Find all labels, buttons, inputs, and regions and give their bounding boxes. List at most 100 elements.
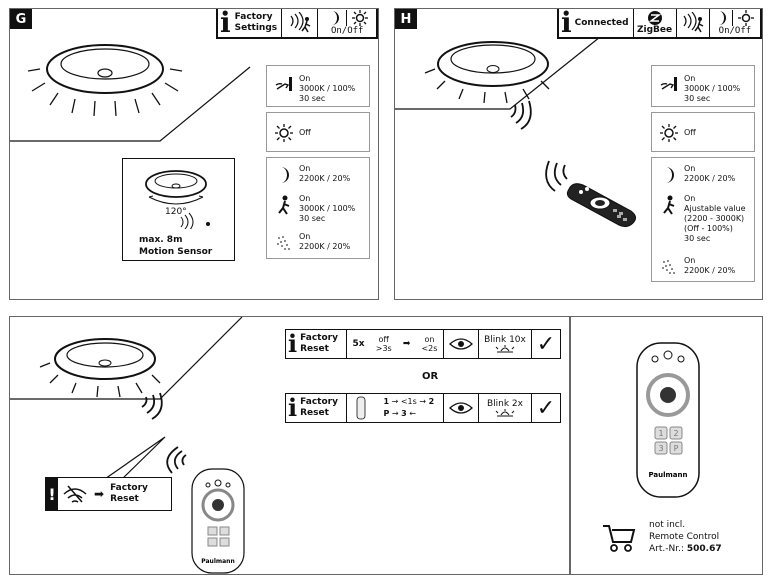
ceiling-illustration-g [10,44,251,142]
seq2-key-2: 2 [428,397,435,406]
callout-reset: Reset [110,494,139,504]
sun-icon [658,122,680,144]
header-settings: Settings [234,23,278,33]
caption-art-label: Art.-Nr.: [649,544,684,554]
remote-small-icon [356,396,366,420]
seq2-key-1: 1 [383,397,390,406]
moon-icon [331,10,339,25]
caption-not-incl: not incl. [649,520,686,530]
g-motion-l3: 30 sec [299,94,326,103]
panel-h-letter: H [395,9,417,29]
eye-icon [443,394,478,422]
header-factory: Factory [234,12,273,22]
h-motion-l1: On [684,74,696,83]
checkmark-icon: ✓ [531,330,560,358]
sensor-label: Motion Sensor [139,247,213,257]
warning-icon: ! [46,478,58,510]
seq2-blink: Blink 2x [486,399,523,409]
seq2-lt-1: <1s [400,397,417,406]
moon-icon [658,164,680,186]
panel-h-header: i Connected ZigBee On/Off [557,9,762,39]
dots-icon [273,232,295,254]
checkmark-icon: ✓ [531,394,560,422]
seq2-factory: Factory [300,397,338,407]
h-person-l5: 30 sec [684,234,711,243]
seq1-blink: Blink 10x [484,335,526,345]
seq1-factory: Factory [300,333,338,343]
header-onoff: On/Off [718,25,752,36]
or-label: OR [422,371,439,382]
arrow-icon: ➡ [94,487,105,501]
info-icon: i [288,393,298,422]
seq1-t-lt: <2s [421,344,438,353]
remote-brand: Paulmann [648,471,687,479]
person-icon [658,194,680,216]
h-sun-l1: Off [684,128,696,137]
sun-icon [738,9,755,26]
h-dots-l2: 2200K / 20% [684,266,736,275]
g-moon-l2: 2200K / 20% [299,174,351,183]
remote-illustration-h [566,183,637,228]
g-moon-l1: On [299,164,311,173]
h-person-l2: Ajustable value [684,204,746,213]
seq1-off: off [378,335,389,344]
moon-icon [719,10,727,25]
ceiling-illustration-h [395,28,637,228]
seq1-reset: Reset [300,344,329,354]
h-moon-l1: On [684,164,696,173]
info-icon: i [288,329,298,358]
hand-wave-icon [273,74,295,96]
sun-icon [273,122,295,144]
arrow-icon: ➡ [402,339,411,349]
panel-g: G i Factory Settings [9,8,379,300]
h-motion-l2: 3000K / 100% [684,84,741,93]
panel-g-letter: G [10,9,32,29]
panel-h: H i Connected ZigBee [394,8,763,300]
remote-key-1: 1 [658,429,663,438]
remote-brand-small: Paulmann [201,558,234,565]
sensor-angle: 120° [165,207,187,217]
moon-icon [273,164,295,186]
caption-art-no: 500.67 [686,544,722,554]
motion-sensor-box: 120° max. 8m Motion Sensor [122,158,235,261]
h-person-l1: On [684,194,696,203]
panel-remote: 1 2 3 P Paulmann not incl. Remote Contro… [570,316,763,575]
seq1-t-gt: >3s [375,344,392,353]
hand-wave-icon [658,74,680,96]
blinking-lamp-icon [495,409,515,417]
header-onoff: On/Off [330,25,364,36]
header-zigbee: ZigBee [636,24,673,35]
g-person-l2: 3000K / 100% [299,204,356,213]
panel-g-header: i Factory Settings On/Off [216,9,378,39]
seq2-key-p: P [383,409,390,418]
motion-sensor-icon [675,9,709,37]
h-motion-l3: 30 sec [684,94,711,103]
blinking-lamp-icon [495,345,515,353]
header-connected: Connected [574,18,629,28]
remote-key-3: 3 [658,444,663,453]
zigbee-icon [647,10,662,25]
wifi-off-icon [63,485,87,503]
daylight-setting-box: Off [266,112,370,152]
seq1-count: 5x [352,339,365,349]
g-motion-l2: 3000K / 100% [299,84,356,93]
h-daylight-setting-box: Off [651,112,755,152]
g-person-l1: On [299,194,311,203]
caption-remote: Remote Control [649,532,720,542]
ceiling-illustration-reset [10,317,243,482]
shopping-cart-icon [603,525,636,552]
h-moon-l2: 2200K / 20% [684,174,736,183]
g-person-l3: 30 sec [299,214,326,223]
remote-key-2: 2 [673,429,678,438]
seq2-key-3: 3 [401,409,407,418]
g-motion-l1: On [299,74,311,83]
person-icon [273,194,295,216]
